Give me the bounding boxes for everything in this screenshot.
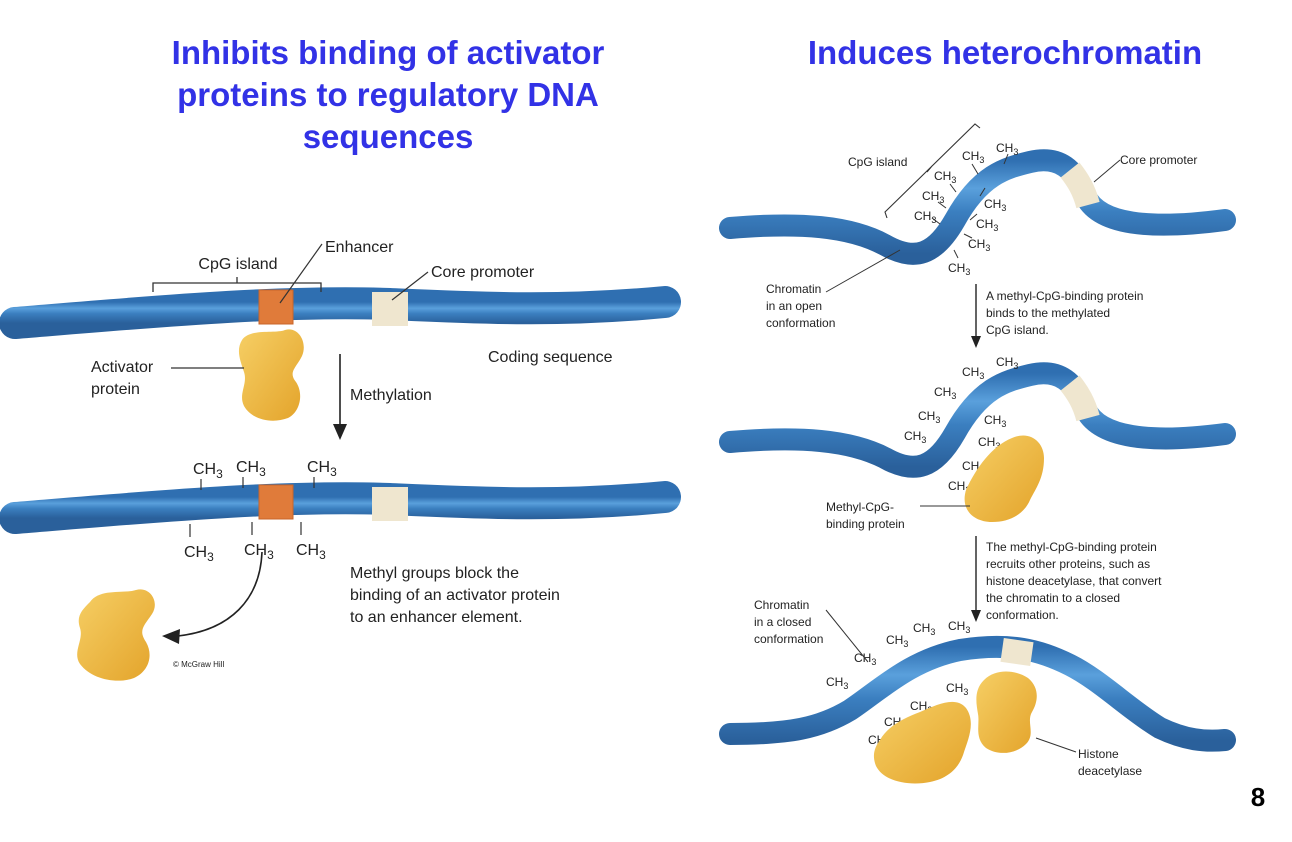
step2-label-4: the chromatin to a closed <box>986 591 1120 605</box>
core-promoter-label-right: Core promoter <box>1120 153 1197 167</box>
methyl-group: CH3 <box>946 681 968 697</box>
methyl-cpg-binding-protein-closed <box>873 701 971 784</box>
mbp-label-1: Methyl-CpG- <box>826 500 894 514</box>
methylation-label: Methylation <box>350 387 432 404</box>
cpg-island-bracket <box>152 277 322 292</box>
methyl-group: CH3 <box>948 261 970 277</box>
cpg-island-bracket-right <box>884 123 981 219</box>
copyright: © McGraw Hill <box>173 660 224 669</box>
step1-label-3: CpG island. <box>986 323 1049 337</box>
hdac-label-1: Histone <box>1078 747 1119 761</box>
step2-label-5: conformation. <box>986 608 1059 622</box>
methyl-group: CH3 <box>184 544 214 564</box>
open-chromatin-label-2: in an open <box>766 299 822 313</box>
core-promoter-segment-methylated <box>372 487 408 521</box>
methyl-group: CH3 <box>918 409 940 425</box>
methyl-group: CH3 <box>922 189 944 205</box>
methyl-group: CH3 <box>934 169 956 185</box>
methyl-group: CH3 <box>968 237 990 253</box>
activator-protein-label-2: protein <box>91 381 140 398</box>
cpg-island-label: CpG island <box>198 256 277 273</box>
histone-deacetylase-protein <box>976 671 1037 753</box>
methyl-group: CH3 <box>236 459 266 479</box>
open-chromatin-label-1: Chromatin <box>766 282 821 296</box>
chromatin-closed-strand <box>719 635 1236 752</box>
closed-chromatin-label-1: Chromatin <box>754 598 809 612</box>
methyl-group: CH3 <box>984 197 1006 213</box>
core-promoter-segment-right-2 <box>1060 375 1100 422</box>
activator-protein <box>238 329 304 421</box>
methyl-group: CH3 <box>978 435 1000 451</box>
methyl-group: CH3 <box>934 385 956 401</box>
chromatin-bound-strand <box>719 362 1236 478</box>
core-promoter-label: Core promoter <box>431 264 535 281</box>
core-promoter-segment-right <box>1060 162 1100 209</box>
mbp-label-2: binding protein <box>826 517 905 531</box>
methyl-group: CH3 <box>962 149 984 165</box>
activator-protein-label-1: Activator <box>91 359 154 376</box>
dna-strand-methylated <box>0 481 681 534</box>
cpg-island-label-right: CpG island <box>848 155 907 169</box>
enhancer-label: Enhancer <box>325 239 394 256</box>
core-promoter-segment-closed <box>1000 638 1034 666</box>
step1-label-2: binds to the methylated <box>986 306 1110 320</box>
methyl-group: CH3 <box>296 542 326 562</box>
coding-sequence-label: Coding sequence <box>488 349 613 366</box>
methyl-group: CH3 <box>984 413 1006 429</box>
enhancer-segment-methylated <box>258 484 294 520</box>
open-chromatin-label-3: conformation <box>766 316 835 330</box>
methyl-group: CH3 <box>914 209 936 225</box>
closed-chromatin-label-3: conformation <box>754 632 823 646</box>
methyl-group: CH3 <box>913 621 935 637</box>
right-panel-title: Induces heterochromatin <box>807 34 1203 71</box>
methyl-group: CH3 <box>244 542 274 562</box>
released-activator-protein <box>77 589 155 681</box>
methyl-group: CH3 <box>307 459 337 479</box>
methyl-group: CH3 <box>886 633 908 649</box>
step1-label-1: A methyl-CpG-binding protein <box>986 289 1143 303</box>
caption-line-2: binding of an activator protein <box>350 587 560 604</box>
methyl-group: CH3 <box>996 355 1018 371</box>
closed-chromatin-label-2: in a closed <box>754 615 811 629</box>
step2-label-2: recruits other proteins, such as <box>986 557 1150 571</box>
caption-line-3: to an enhancer element. <box>350 609 523 626</box>
hdac-label-2: deacetylase <box>1078 764 1142 778</box>
step2-label-3: histone deacetylase, that convert <box>986 574 1162 588</box>
methyl-group: CH3 <box>826 675 848 691</box>
methyl-cpg-binding-protein <box>964 435 1044 522</box>
left-panel-title: Inhibits binding of activator proteins t… <box>171 34 605 155</box>
core-promoter-segment <box>372 292 408 326</box>
caption-line-1: Methyl groups block the <box>350 565 519 582</box>
enhancer-segment <box>258 289 294 325</box>
curved-arrow <box>177 551 263 637</box>
step2-label-1: The methyl-CpG-binding protein <box>986 540 1157 554</box>
methyl-group: CH3 <box>996 141 1018 157</box>
page-number: 8 <box>1250 782 1266 812</box>
methyl-group: CH3 <box>193 461 223 481</box>
methyl-group: CH3 <box>948 619 970 635</box>
methyl-group: CH3 <box>962 365 984 381</box>
dna-strand-unmethylated <box>0 286 681 339</box>
methyl-group: CH3 <box>976 217 998 233</box>
methyl-group: CH3 <box>904 429 926 445</box>
chromatin-open-strand <box>719 149 1236 265</box>
